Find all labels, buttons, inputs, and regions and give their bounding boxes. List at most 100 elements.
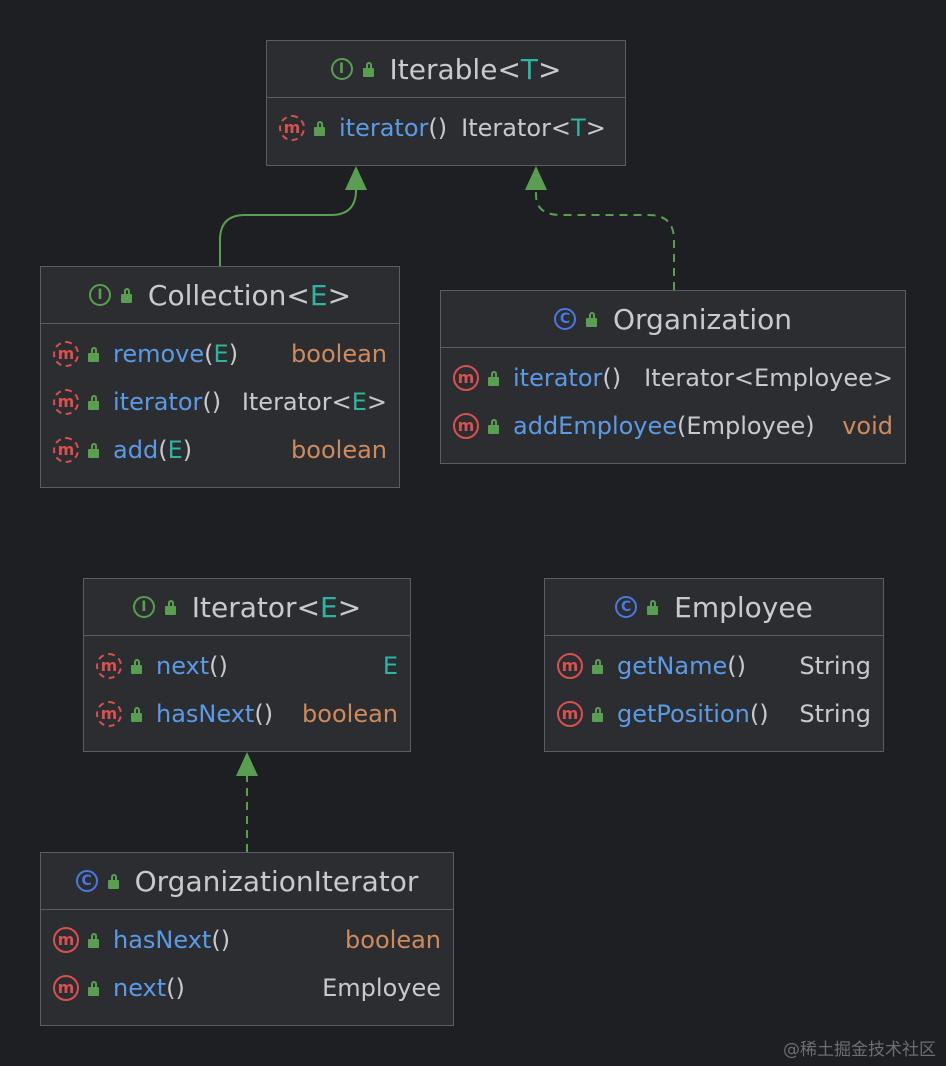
method-row[interactable]: m hasNext() boolean [96,690,398,738]
class-icon: C [553,308,576,330]
method-name: add [113,436,159,464]
method-icon: m [279,115,305,141]
method-row[interactable]: m addEmployee(Employee) void [453,402,893,450]
class-name: Organization [612,302,792,336]
method-icon: m [96,701,122,727]
public-lock-icon [131,706,142,722]
class-box-employee[interactable]: C Employee m getName() String m getPosit… [544,578,884,752]
watermark: @稀土掘金技术社区 [783,1040,936,1060]
public-lock-icon [585,311,597,327]
method-icon: m [53,437,79,463]
public-lock-icon [88,442,99,458]
class-name: Collection [147,278,287,312]
public-lock-icon [88,394,99,410]
return-type: Iterator<E> [242,388,387,416]
method-row[interactable]: m remove(E) boolean [53,330,387,378]
public-lock-icon [362,61,374,77]
method-row[interactable]: m iterator() Iterator<E> [53,378,387,426]
class-name: OrganizationIterator [134,864,419,898]
method-name: hasNext [113,926,212,954]
type-open: < [497,52,521,86]
public-lock-icon [488,370,499,386]
class-box-iterable[interactable]: I Iterable<T> m iterator() Iterator<T> [266,40,626,166]
public-lock-icon [131,658,142,674]
class-name: Employee [674,590,813,624]
method-name: next [156,652,210,680]
class-name: Iterable [389,52,498,86]
type-open: < [296,590,321,624]
method-row[interactable]: m iterator() Iterator<Employee> [453,354,893,402]
method-signature: (Employee) [677,412,815,440]
param-close: ) [211,388,222,416]
class-icon: C [615,596,638,618]
class-icon: C [75,870,98,892]
class-box-organization[interactable]: C Organization m iterator() Iterator<Emp… [440,290,906,464]
return-type: boolean [302,700,398,728]
interface-icon: I [330,58,353,80]
method-signature: () [254,700,274,728]
edge-collection-extends-iterable [219,182,357,266]
return-type: boolean [291,340,387,368]
return-type: Iterator<T> [461,114,606,142]
method-signature: () [166,974,185,1002]
class-box-iterator[interactable]: I Iterator<E> m next() E m hasNext() boo… [83,578,411,752]
class-header: C Organization [441,291,905,348]
param-close: ) [182,436,193,464]
method-icon: m [53,341,79,367]
class-header: C OrganizationIterator [41,853,453,910]
type-close: > [538,52,562,86]
class-box-organization-iterator[interactable]: C OrganizationIterator m hasNext() boole… [40,852,454,1026]
public-lock-icon [88,932,99,948]
public-lock-icon [314,120,325,136]
method-icon: m [557,701,583,727]
param-close: ) [437,114,448,142]
return-type: Employee [322,974,441,1002]
type-open: < [286,278,310,312]
method-row[interactable]: m hasNext() boolean [53,916,441,964]
method-row[interactable]: m next() E [96,642,398,690]
method-row[interactable]: m next() Employee [53,964,441,1012]
public-lock-icon [592,658,603,674]
class-header: I Iterable<T> [267,41,625,98]
type-param: E [309,278,328,312]
method-signature: () [602,364,622,392]
type-param: T [520,52,539,86]
arrowhead-collection-iterable [345,166,367,190]
class-name: Iterator [191,590,297,624]
return-type: Iterator<Employee> [644,364,893,392]
return-type-param: T [571,114,586,142]
return-post: > [585,114,606,142]
method-row[interactable]: m iterator() Iterator<T> [279,104,613,152]
method-name: iterator [113,388,203,416]
public-lock-icon [647,599,659,615]
public-lock-icon [88,346,99,362]
public-lock-icon [488,418,499,434]
method-icon: m [453,365,479,391]
class-box-collection[interactable]: I Collection<E> m remove(E) boolean m it… [40,266,400,488]
public-lock-icon [88,980,99,996]
param-open: ( [158,436,168,464]
method-row[interactable]: m add(E) boolean [53,426,387,474]
param-open: ( [202,388,212,416]
return-type: E [382,652,398,680]
edge-organization-implements-iterable [535,182,675,290]
class-header: I Iterator<E> [84,579,410,636]
method-icon: m [96,653,122,679]
method-name: iterator [339,114,429,142]
method-icon: m [453,413,479,439]
method-row[interactable]: m getName() String [557,642,871,690]
method-icon: m [53,975,79,1001]
method-signature: () [727,652,746,680]
return-type: boolean [291,436,387,464]
public-lock-icon [592,706,603,722]
return-type: void [842,412,893,440]
method-row[interactable]: m getPosition() String [557,690,871,738]
public-lock-icon [164,599,176,615]
return-type: String [799,652,871,680]
param-type: E [167,436,183,464]
method-name: getName [617,652,728,680]
method-name: getPosition [617,700,750,728]
public-lock-icon [120,287,132,303]
class-header: I Collection<E> [41,267,399,324]
return-type: String [799,700,871,728]
